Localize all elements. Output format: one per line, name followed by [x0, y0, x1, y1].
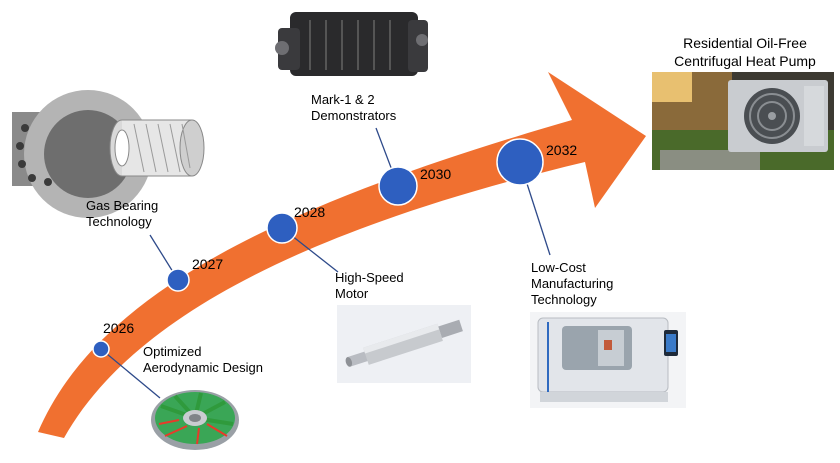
label-line: Low-Cost: [531, 260, 586, 275]
milestone-year-2032: 2032: [546, 142, 578, 158]
gas-bearing-image: [12, 90, 205, 218]
milestone-label-2032: Low-Cost Manufacturing Technology: [531, 260, 613, 308]
label-line: Technology: [86, 214, 152, 229]
milestone-dot-2026: [92, 340, 110, 358]
label-line: Aerodynamic Design: [143, 360, 263, 375]
goal-title: Residential Oil-Free Centrifugal Heat Pu…: [660, 34, 830, 70]
roadmap-arrow: [38, 72, 646, 438]
label-line: Technology: [531, 292, 597, 307]
label-line: High-Speed: [335, 270, 404, 285]
milestone-label-2030: Mark-1 & 2 Demonstrators: [311, 92, 396, 124]
milestone-dot-2028: [266, 212, 298, 244]
milestone-label-2027: Gas Bearing Technology: [86, 198, 158, 230]
label-line: Motor: [335, 286, 369, 301]
impeller-image: [151, 390, 239, 450]
compressor-image: [275, 12, 428, 76]
label-line: Mark-1 & 2: [311, 92, 375, 107]
milestone-year-2026: 2026: [103, 320, 135, 336]
heat-pump-photo: [652, 72, 834, 170]
leader-line-2026: [100, 348, 161, 399]
milestone-dot-2032: [496, 138, 544, 186]
milestone-dot-2027: [166, 268, 190, 292]
label-line: Optimized: [143, 344, 202, 359]
milestone-year-2027: 2027: [192, 256, 224, 272]
milestone-label-2026: Optimized Aerodynamic Design: [143, 344, 263, 376]
goal-title-line: Centrifugal Heat Pump: [674, 53, 816, 69]
motor-shaft-image: [337, 305, 471, 383]
cnc-machine-image: [530, 312, 686, 408]
milestone-dot-2030: [378, 166, 418, 206]
goal-title-line: Residential Oil-Free: [683, 35, 807, 51]
milestone-year-2028: 2028: [294, 204, 326, 220]
label-line: Manufacturing: [531, 276, 614, 291]
milestone-label-2028: High-Speed Motor: [335, 270, 404, 302]
milestone-year-2030: 2030: [420, 166, 452, 182]
label-line: Demonstrators: [311, 108, 397, 123]
label-line: Gas Bearing: [86, 198, 159, 213]
